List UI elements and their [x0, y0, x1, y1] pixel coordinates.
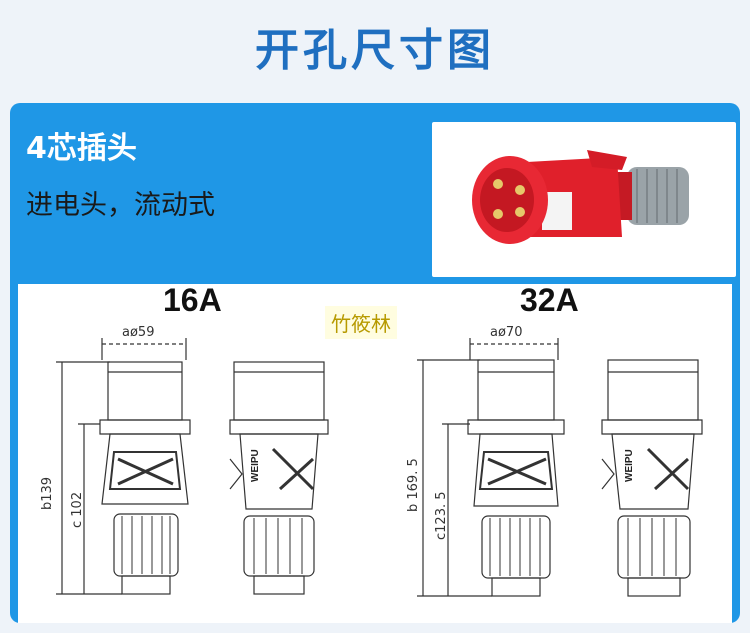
dim-b-32a: b 169. 5 [406, 458, 421, 512]
drawing-32a-front [417, 338, 565, 597]
product-title: 4芯插头 [26, 131, 137, 166]
plug-photo-illustration [472, 150, 689, 244]
drawing-32a-side [601, 359, 703, 597]
dim-c-32a: c123. 5 [434, 491, 449, 541]
product-subtitle: 进电头，流动式 [26, 190, 215, 221]
watermark: 竹筱林 [325, 306, 397, 339]
brand-mark-16a: WEIPU [250, 449, 261, 482]
drawing-16a-front [56, 338, 191, 595]
page-title: 开孔尺寸图 [255, 25, 495, 76]
dimension-drawing-area: WEIPU WEIPU [18, 284, 732, 623]
dim-a-16a: aø59 [122, 325, 155, 340]
rating-label-32a: 32A [520, 282, 579, 318]
drawing-16a-side [229, 361, 329, 595]
dim-b-16a: b139 [40, 476, 55, 510]
dim-c-16a: c 102 [70, 491, 85, 528]
rating-label-16a: 16A [163, 282, 222, 318]
dim-a-32a: aø70 [490, 325, 523, 340]
dimension-drawings: WEIPU WEIPU [56, 338, 703, 597]
product-photo [432, 122, 736, 277]
brand-mark-32a: WEIPU [624, 449, 635, 482]
